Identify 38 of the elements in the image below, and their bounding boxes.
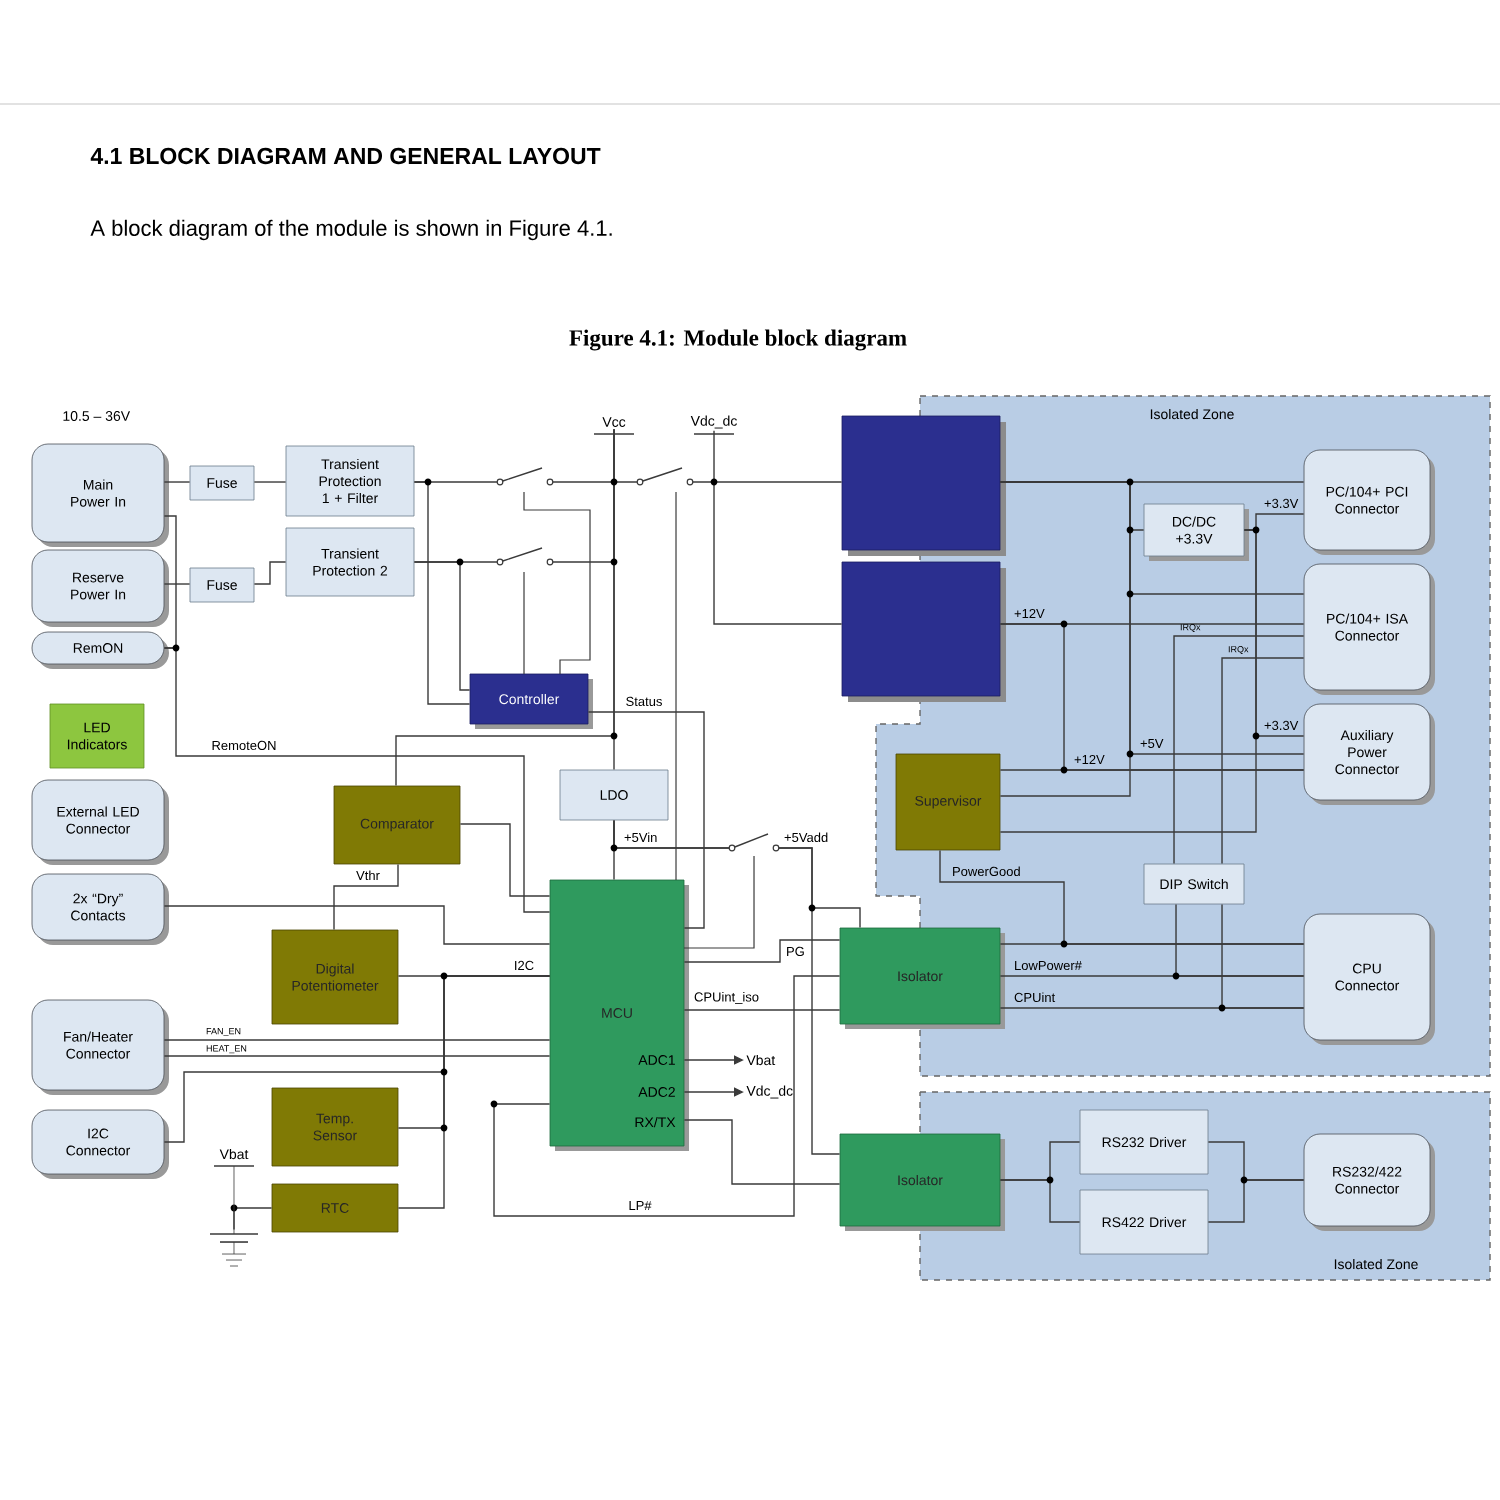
connection-line xyxy=(163,1055,551,1057)
connection-line xyxy=(413,481,471,705)
connection-line xyxy=(253,481,287,483)
connection-line xyxy=(493,975,841,1217)
connection-line xyxy=(1221,657,1305,865)
converter-block xyxy=(841,415,1006,556)
connection-line xyxy=(163,647,551,913)
connection-line xyxy=(683,1119,841,1185)
connection-line xyxy=(1207,1179,1305,1223)
connection-line xyxy=(1173,635,1305,865)
connection-line xyxy=(999,529,1257,833)
connection-line xyxy=(163,515,177,649)
connection-line xyxy=(163,975,551,1143)
connection-line xyxy=(683,1009,841,1011)
connection-line xyxy=(163,481,191,483)
connection-line xyxy=(683,939,841,963)
connection-line xyxy=(999,481,1131,797)
section-heading: 4.1 BLOCK DIAGRAM AND GENERAL LAYOUT xyxy=(90,147,601,165)
connection-line xyxy=(253,561,287,585)
battery-symbol xyxy=(209,1233,259,1267)
connection-line xyxy=(395,428,615,787)
connection-line xyxy=(999,975,1305,977)
connection-line xyxy=(413,561,471,691)
connection-line xyxy=(999,1179,1081,1223)
connection-line xyxy=(333,863,399,931)
figure-caption: Figure 4.1: Module block diagram xyxy=(569,329,907,351)
converter-block xyxy=(841,561,1006,702)
connection-line xyxy=(163,905,551,945)
connection-line xyxy=(613,819,861,929)
connection-line xyxy=(713,430,843,625)
connection-line xyxy=(163,583,191,585)
connection-line xyxy=(459,823,551,897)
connection-line xyxy=(999,769,1305,771)
connection-line xyxy=(999,943,1305,945)
body-text: A block diagram of the module is shown in Figure 4.1. xyxy=(90,219,612,241)
connection-line xyxy=(999,1007,1305,1009)
connection-line xyxy=(587,711,705,929)
connection-line xyxy=(163,1039,551,1041)
